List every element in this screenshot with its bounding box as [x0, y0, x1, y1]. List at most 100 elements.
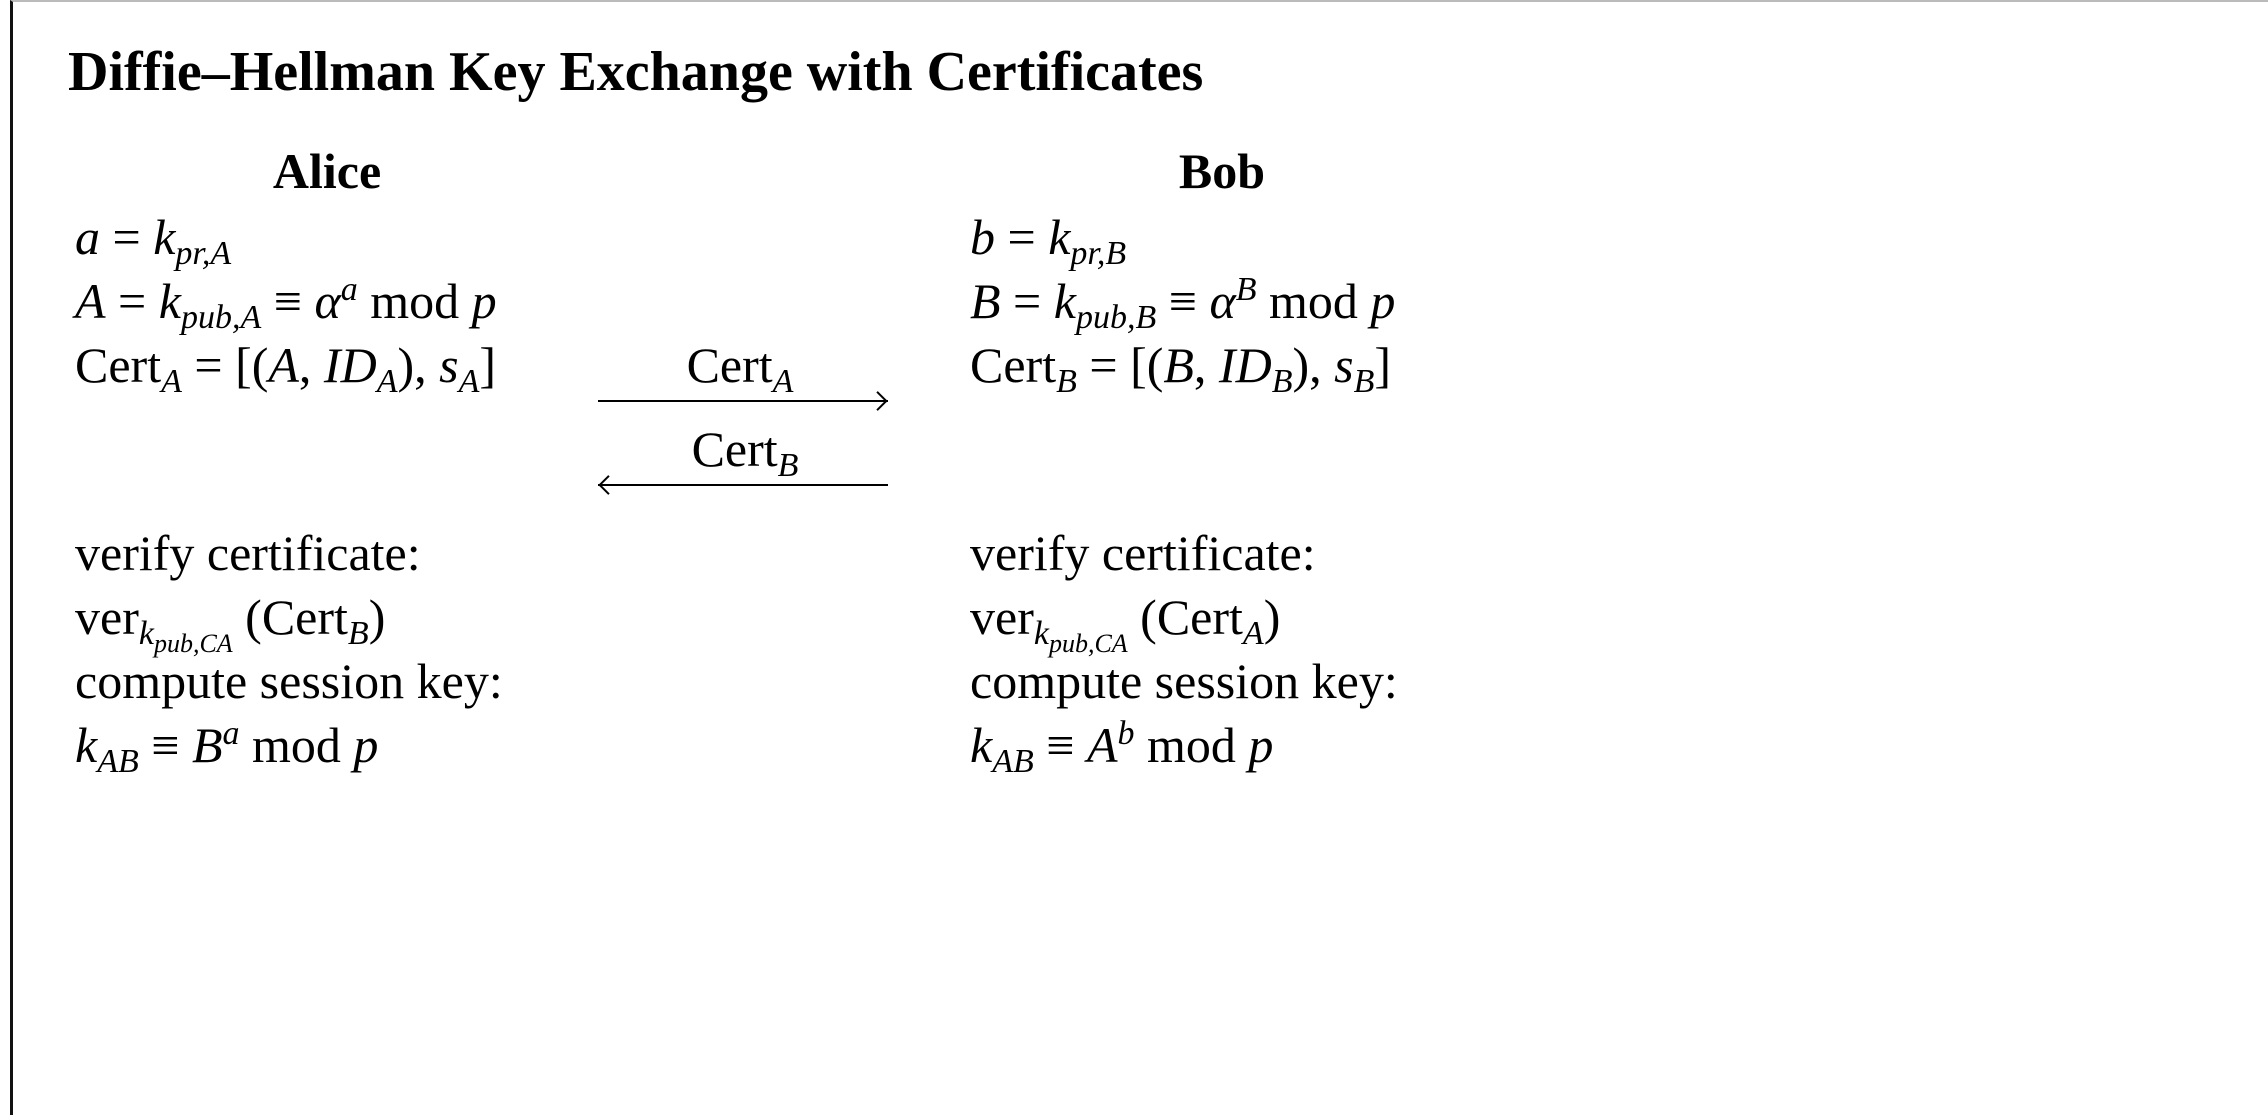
math-token: ),: [1292, 337, 1335, 393]
alice-setup-line: CertA = [(A, IDA), sA]: [75, 337, 497, 399]
math-token: compute session key:: [75, 653, 503, 709]
math-token: B: [970, 273, 1001, 329]
math-token: α: [1209, 273, 1236, 329]
math-token: b: [970, 209, 995, 265]
math-token: k: [970, 717, 993, 773]
math-token: a: [75, 209, 100, 265]
bob-verify-line: kAB ≡ Ab mod p: [970, 717, 1274, 779]
math-token: ]: [1374, 337, 1392, 393]
math-token: (Cert: [1127, 589, 1243, 645]
math-token: ≡: [1033, 717, 1087, 773]
alice-verify-line: compute session key:: [75, 656, 503, 706]
math-token: k: [1053, 273, 1076, 329]
math-token: k: [138, 615, 154, 652]
math-token: verify certificate:: [970, 525, 1316, 581]
math-token: ,: [1193, 337, 1219, 393]
math-token: AB: [992, 743, 1034, 780]
alice-heading: Alice: [272, 143, 382, 199]
diagram-frame: [10, 0, 2268, 1115]
alice-verify-line: kAB ≡ Ba mod p: [75, 717, 379, 779]
math-token: B: [1271, 363, 1293, 400]
math-token: pr,A: [175, 235, 232, 272]
math-token: a: [222, 715, 240, 752]
bob-verify-line: verify certificate:: [970, 528, 1316, 578]
math-token: =: [1000, 273, 1054, 329]
math-token: pub,A: [180, 299, 262, 336]
math-token: A: [1242, 615, 1264, 652]
math-token: =: [100, 209, 154, 265]
math-token: B: [1353, 363, 1375, 400]
math-token: ≡: [138, 717, 192, 773]
math-token: B: [1235, 271, 1257, 308]
math-token: s: [1334, 337, 1354, 393]
math-token: A: [376, 363, 398, 400]
alice-setup-line: a = kpr,A: [75, 209, 231, 271]
math-token: pub,CA: [153, 629, 233, 658]
math-token: =: [105, 273, 159, 329]
bob-setup-line: b = kpr,B: [970, 209, 1126, 271]
message-cert-a-label: CertA: [686, 337, 794, 399]
math-token: b: [1117, 715, 1135, 752]
math-token: B: [191, 717, 223, 773]
math-token: = [(: [181, 337, 269, 393]
math-token: Cert: [75, 337, 162, 393]
math-token: α: [314, 273, 341, 329]
math-token: B: [347, 615, 369, 652]
math-token: p: [1248, 717, 1274, 773]
math-token: mod: [1256, 273, 1371, 329]
msg-sub: A: [772, 363, 794, 400]
math-token: ): [1263, 589, 1281, 645]
math-token: k: [1048, 209, 1071, 265]
math-token: p: [471, 273, 497, 329]
math-token: ,: [298, 337, 324, 393]
math-token: pub,CA: [1048, 629, 1128, 658]
bob-verify-line: verkpub,CA (CertA): [970, 589, 1281, 657]
math-token: (Cert: [232, 589, 348, 645]
math-token: A: [1086, 717, 1118, 773]
math-token: ): [368, 589, 386, 645]
arrow-alice-to-bob: [598, 400, 888, 402]
msg-sub: B: [777, 447, 799, 484]
math-token: a: [340, 271, 358, 308]
math-token: ver: [970, 589, 1034, 645]
math-token: B: [1163, 337, 1194, 393]
math-token: A: [75, 273, 106, 329]
arrow-bob-to-alice: [598, 484, 888, 486]
math-token: mod: [239, 717, 354, 773]
math-token: ≡: [261, 273, 315, 329]
math-token: p: [353, 717, 379, 773]
math-token: s: [439, 337, 459, 393]
msg-text: Cert: [691, 421, 778, 477]
math-token: A: [161, 363, 182, 400]
math-token: Cert: [970, 337, 1057, 393]
bob-verify-line: compute session key:: [970, 656, 1398, 706]
math-token: compute session key:: [970, 653, 1398, 709]
alice-verify-line: verify certificate:: [75, 528, 421, 578]
math-token: ID: [323, 337, 377, 393]
alice-verify-line: verkpub,CA (CertB): [75, 589, 386, 657]
diagram-title: Diffie–Hellman Key Exchange with Certifi…: [68, 41, 1204, 103]
math-token: k: [1033, 615, 1049, 652]
math-token: p: [1370, 273, 1396, 329]
math-token: = [(: [1076, 337, 1164, 393]
math-token: k: [158, 273, 181, 329]
math-token: =: [995, 209, 1049, 265]
math-token: ]: [479, 337, 497, 393]
math-token: ver: [75, 589, 139, 645]
bob-setup-line: B = kpub,B ≡ αB mod p: [970, 273, 1396, 335]
math-token: ),: [397, 337, 440, 393]
math-token: ≡: [1156, 273, 1210, 329]
math-token: verify certificate:: [75, 525, 421, 581]
math-token: pub,B: [1075, 299, 1157, 336]
alice-setup-line: A = kpub,A ≡ αa mod p: [75, 273, 497, 335]
msg-text: Cert: [686, 337, 773, 393]
math-token: B: [1056, 363, 1077, 400]
math-token: ID: [1218, 337, 1272, 393]
math-token: A: [458, 363, 480, 400]
bob-setup-line: CertB = [(B, IDB), sB]: [970, 337, 1392, 399]
math-token: k: [75, 717, 98, 773]
math-token: k: [153, 209, 176, 265]
math-token: mod: [357, 273, 472, 329]
math-token: mod: [1134, 717, 1249, 773]
math-token: pr,B: [1070, 235, 1127, 272]
